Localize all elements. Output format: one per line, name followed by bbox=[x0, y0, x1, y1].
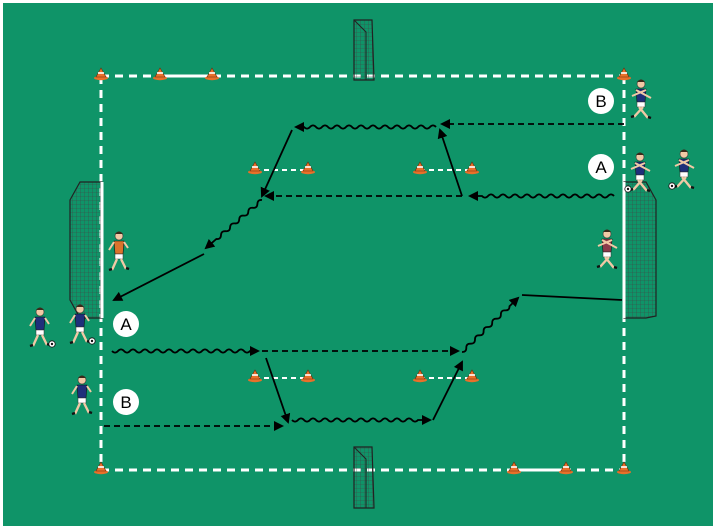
goal-left bbox=[70, 182, 102, 318]
label-a-left: A bbox=[113, 311, 139, 337]
svg-text:B: B bbox=[120, 393, 131, 412]
ball-icon bbox=[49, 341, 55, 347]
label-b-right: B bbox=[588, 88, 614, 114]
svg-text:A: A bbox=[595, 158, 607, 177]
label-a-right: A bbox=[588, 154, 614, 180]
ball-icon bbox=[669, 183, 675, 189]
svg-text:B: B bbox=[595, 92, 606, 111]
svg-text:A: A bbox=[120, 315, 132, 334]
goal-bottom bbox=[354, 447, 374, 508]
label-b-left: B bbox=[113, 389, 139, 415]
ball-icon bbox=[89, 338, 95, 344]
ball-icon bbox=[625, 186, 631, 192]
goal-top bbox=[354, 20, 374, 80]
goal-right bbox=[624, 182, 656, 318]
